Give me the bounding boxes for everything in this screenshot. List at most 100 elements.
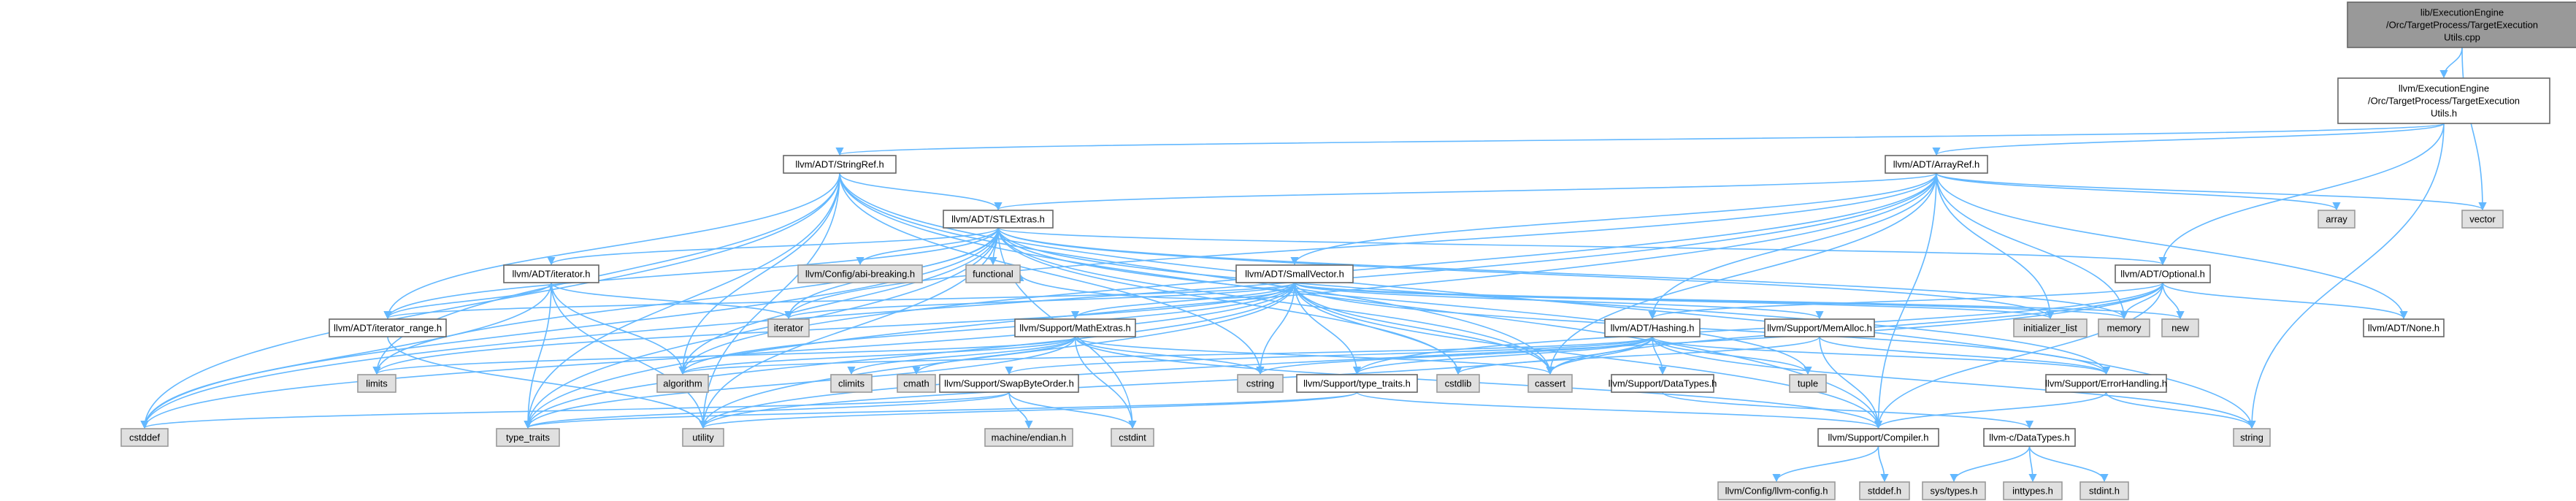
edge-arrayref-to-memory [1936, 172, 2128, 320]
edge-hashing-to-tuple [1652, 336, 1812, 375]
node-box [1235, 264, 1354, 283]
edge-stlextras-to-memory [997, 227, 2128, 320]
edge-smallvector-to-iterator [784, 282, 1295, 320]
edge-swapbyteorder-to-cstddef [140, 391, 1010, 429]
node-stlextras[interactable]: llvm/ADT/STLExtras.h [943, 210, 1054, 229]
node-label: tuple [1798, 378, 1818, 389]
edge-errorhandling-to-compiler-h [1874, 391, 2107, 429]
node-machine-endian: machine/endian.h [984, 428, 1073, 447]
node-sys-types: sys/types.h [1922, 481, 1986, 500]
node-hashing[interactable]: llvm/ADT/Hashing.h [1604, 318, 1701, 337]
edge-compiler-h-to-llvm-config [1772, 445, 1879, 483]
edge-hashing-to-string [1652, 336, 2256, 429]
node-box [1885, 155, 1988, 174]
node-iterator-h[interactable]: llvm/ADT/iterator.h [503, 264, 599, 283]
node-cstdint: cstdint [1111, 428, 1154, 447]
node-label: stdint.h [2089, 486, 2120, 497]
node-type-traits-h[interactable]: llvm/Support/type_traits.h [1296, 374, 1418, 393]
edge-memalloc-to-errorhandling [1819, 336, 2110, 375]
node-box [1983, 428, 2076, 447]
node-datatypes-h[interactable]: llvm/Support/DataTypes.h [1609, 374, 1717, 393]
node-label: llvm/Support/MathExtras.h [1019, 323, 1130, 334]
node-label: llvm-c/DataTypes.h [1989, 432, 2070, 443]
node-root[interactable]: lib/ExecutionEngine/Orc/TargetProcess/Ta… [2347, 1, 2576, 48]
node-box [2079, 481, 2129, 500]
node-box [496, 428, 560, 447]
node-mathextras[interactable]: llvm/Support/MathExtras.h [1014, 318, 1136, 337]
node-label: array [2326, 214, 2347, 225]
node-label: llvm/ADT/iterator.h [513, 269, 591, 280]
node-swapbyteorder[interactable]: llvm/Support/SwapByteOrder.h [939, 374, 1079, 393]
node-iterator: iterator [767, 318, 810, 337]
node-box [797, 264, 923, 283]
edge-stringref-to-algorithm [678, 172, 840, 375]
nodes-layer: lib/ExecutionEngine/Orc/TargetProcess/Ta… [120, 1, 2576, 500]
node-box [2233, 428, 2271, 447]
edge-stringref-to-cstring [839, 172, 1265, 375]
node-label: cstddef [129, 432, 160, 443]
edge-smallvector-to-mathextras [1071, 282, 1295, 320]
edge-swapbyteorder-to-type-traits [524, 391, 1010, 429]
node-box [1859, 481, 1910, 500]
node-label: llvm/Support/SwapByteOrder.h [944, 378, 1074, 389]
edge-arrayref-to-initializer-list [1936, 172, 2055, 320]
node-box [2347, 1, 2576, 48]
node-errorhandling[interactable]: llvm/Support/ErrorHandling.h [2045, 374, 2167, 393]
node-label: llvm/Config/llvm-config.h [1725, 486, 1828, 497]
node-label: cstdint [1119, 432, 1146, 443]
node-none-h[interactable]: llvm/ADT/None.h [2363, 318, 2445, 337]
edge-optional-to-memory [2120, 282, 2163, 320]
node-stringref[interactable]: llvm/ADT/StringRef.h [783, 155, 897, 174]
edge-smallvector-to-type-traits [524, 282, 1295, 429]
node-vector: vector [2461, 210, 2504, 229]
node-label: memory [2107, 323, 2142, 334]
edge-arrayref-to-iterator [784, 172, 1937, 320]
edge-stlextras-to-tuple [997, 227, 1812, 375]
node-label: algorithm [663, 378, 702, 389]
node-box [1014, 318, 1136, 337]
node-cassert: cassert [1527, 374, 1573, 393]
node-label: llvm/ADT/iterator_range.h [334, 323, 442, 334]
node-box [503, 264, 599, 283]
edge-optional-to-compiler-h [1874, 282, 2163, 429]
edge-type-traits-h-to-utility [699, 391, 1358, 429]
edge-arrayref-to-cassert [1546, 172, 1937, 375]
node-label: llvm/Support/ErrorHandling.h [2045, 378, 2167, 389]
node-teu-h[interactable]: llvm/ExecutionEngine/Orc/TargetProcess/T… [2337, 77, 2550, 124]
edge-iterator-h-to-iterator [551, 282, 793, 320]
edge-teu-h-to-string [2247, 123, 2445, 429]
edge-hashing-to-cassert [1546, 336, 1653, 375]
node-label: vector [2469, 214, 2496, 225]
edge-smallvector-to-algorithm [678, 282, 1295, 375]
node-string: string [2233, 428, 2271, 447]
node-label: llvm/Support/type_traits.h [1303, 378, 1411, 389]
node-compiler-h[interactable]: llvm/Support/Compiler.h [1817, 428, 1939, 447]
node-box [939, 374, 1079, 393]
node-label: llvm/ADT/ArrayRef.h [1893, 159, 1979, 170]
node-label: functional [973, 269, 1013, 280]
node-label: llvm/ExecutionEngine [2399, 83, 2489, 94]
node-box [1527, 374, 1573, 393]
edge-type-traits-h-to-type-traits [524, 391, 1358, 429]
node-climits: climits [830, 374, 873, 393]
edge-arrayref-to-type-traits [524, 172, 1937, 429]
node-box [2337, 77, 2550, 124]
node-c-datatypes[interactable]: llvm-c/DataTypes.h [1983, 428, 2076, 447]
node-inttypes-h: inttypes.h [2003, 481, 2063, 500]
node-box [984, 428, 1073, 447]
node-optional[interactable]: llvm/ADT/Optional.h [2115, 264, 2211, 283]
node-box [767, 318, 810, 337]
node-box [357, 374, 396, 393]
node-label: stddef.h [1868, 486, 1901, 497]
node-box [1817, 428, 1939, 447]
node-box [2115, 264, 2211, 283]
edge-arrayref-to-smallvector [1290, 172, 1937, 266]
edge-teu-h-to-stringref [836, 123, 2445, 156]
node-label: iterator [774, 323, 804, 334]
node-arrayref[interactable]: llvm/ADT/ArrayRef.h [1885, 155, 1988, 174]
node-iterator-range[interactable]: llvm/ADT/iterator_range.h [329, 318, 447, 337]
node-memalloc[interactable]: llvm/Support/MemAlloc.h [1764, 318, 1875, 337]
node-label: utility [692, 432, 714, 443]
node-tuple: tuple [1789, 374, 1827, 393]
node-smallvector[interactable]: llvm/ADT/SmallVector.h [1235, 264, 1354, 283]
